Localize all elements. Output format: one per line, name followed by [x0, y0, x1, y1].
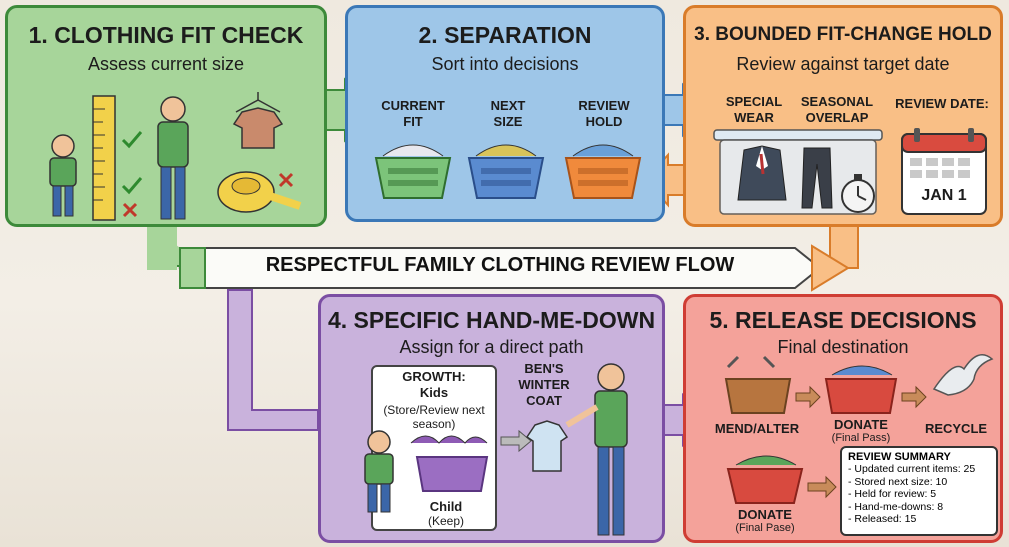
check-icon: [121, 177, 143, 195]
donate-note-2: (Final Pase): [735, 522, 795, 534]
fit-check-illustration: [49, 92, 302, 221]
coat-label: BEN'S WINTER COAT: [518, 361, 570, 408]
summary-title: REVIEW SUMMARY: [848, 451, 951, 463]
trousers-icon: [801, 147, 833, 209]
ruler-icon: [92, 95, 116, 221]
tape-measure-icon: [217, 171, 302, 213]
basket-current-fit-icon: [374, 144, 452, 199]
basket-next-size-icon: [467, 144, 545, 199]
donate-basket-icon: [726, 455, 804, 504]
step-3-title: 3. BOUNDED FIT-CHANGE HOLD: [694, 24, 992, 45]
step-1-title: 1. CLOTHING FIT CHECK: [28, 22, 304, 48]
summary-item: - Released: 15: [848, 513, 917, 525]
banner-title: RESPECTFUL FAMILY CLOTHING REVIEW FLOW: [265, 254, 735, 276]
calendar-icon: [901, 128, 987, 215]
step-1-subtitle: Assess current size: [87, 54, 245, 74]
step-4-panel: 4. SPECIFIC HAND-ME-DOWN Assign for a di…: [318, 294, 665, 543]
growth-title: GROWTH:: [402, 369, 466, 384]
step-2-title: 2. SEPARATION: [418, 22, 592, 48]
review-summary-card: REVIEW SUMMARY - Updated current items: …: [840, 446, 998, 536]
step-2-panel: 2. SEPARATION Sort into decisions CURREN…: [345, 5, 665, 222]
growth-kids: Kids: [419, 385, 449, 400]
step-4-subtitle: Assign for a direct path: [399, 337, 584, 357]
step-3-subtitle: Review against target date: [736, 54, 950, 74]
step-4-title: 4. SPECIFIC HAND-ME-DOWN: [327, 307, 656, 333]
summary-item: - Hand-me-downs: 8: [848, 500, 944, 513]
release-illustration: [724, 354, 994, 504]
hold-bin-illustration: [713, 128, 987, 215]
summary-item: - Updated current items: 25: [848, 463, 976, 475]
donate-label: DONATE: [834, 417, 888, 432]
growth-note: (Store/Review next season): [383, 403, 485, 431]
banner-right-arrow-icon: [811, 244, 850, 292]
adult-figure-icon: [157, 96, 189, 220]
connector-banner-4: [227, 289, 319, 431]
child-label: Child: [429, 499, 463, 514]
summary-item: - Held for review: 5: [848, 488, 937, 500]
bin-current-fit-label: CURRENT FIT: [381, 98, 445, 129]
child-figure-icon: [364, 430, 394, 513]
seasonal-overlap-label: SEASONAL OVERLAP: [800, 94, 874, 125]
arrow-to-donate-icon: [795, 385, 821, 409]
step-2-subtitle: Sort into decisions: [431, 54, 579, 74]
connector-1-down: [147, 226, 177, 270]
adult-figure-icon: [565, 363, 628, 536]
basket-review-hold-icon: [564, 144, 642, 199]
mend-basket-icon: [724, 355, 792, 414]
hand-me-down-illustration: [364, 363, 628, 536]
summary-item: - Stored next size: 10: [848, 475, 948, 488]
check-icon: [121, 131, 143, 149]
step-3-panel: 3. BOUNDED FIT-CHANGE HOLD Review agains…: [683, 5, 1003, 227]
child-note: (Keep): [427, 514, 465, 528]
stopwatch-icon: [841, 174, 875, 213]
child-figure-icon: [49, 134, 77, 217]
dove-icon: [932, 354, 994, 396]
arrow-to-recycle-icon: [901, 385, 927, 409]
growth-card: [371, 365, 497, 531]
arrow-to-coat-icon: [500, 429, 532, 453]
special-wear-label: SPECIAL WEAR: [725, 94, 783, 125]
bin-review-hold-label: REVIEW HOLD: [578, 98, 630, 129]
review-date-label: REVIEW DATE:: [895, 96, 989, 111]
coat-icon: [525, 420, 569, 472]
step-5-title: 5. RELEASE DECISIONS: [709, 307, 977, 333]
step-5-subtitle: Final destination: [777, 337, 909, 357]
mend-alter-label: MEND/ALTER: [714, 421, 800, 436]
cross-icon: [278, 172, 294, 188]
donate-basket-icon: [824, 365, 898, 414]
recycle-label: RECYCLE: [924, 421, 988, 436]
cross-icon: [122, 202, 138, 218]
donate-note: (Final Pass): [831, 432, 891, 444]
sorting-baskets: [374, 144, 642, 199]
kids-basket-icon: [410, 435, 489, 492]
arrow-to-summary-icon: [807, 475, 837, 499]
step-1-panel: 1. CLOTHING FIT CHECK Assess current siz…: [5, 5, 327, 227]
shirt-on-hanger-icon: [232, 92, 284, 149]
review-date-value: JAN 1: [921, 187, 967, 204]
bin-next-size-label: NEXT SIZE: [490, 98, 526, 129]
donate-label-2: DONATE: [738, 507, 792, 522]
suit-icon: [737, 145, 787, 201]
